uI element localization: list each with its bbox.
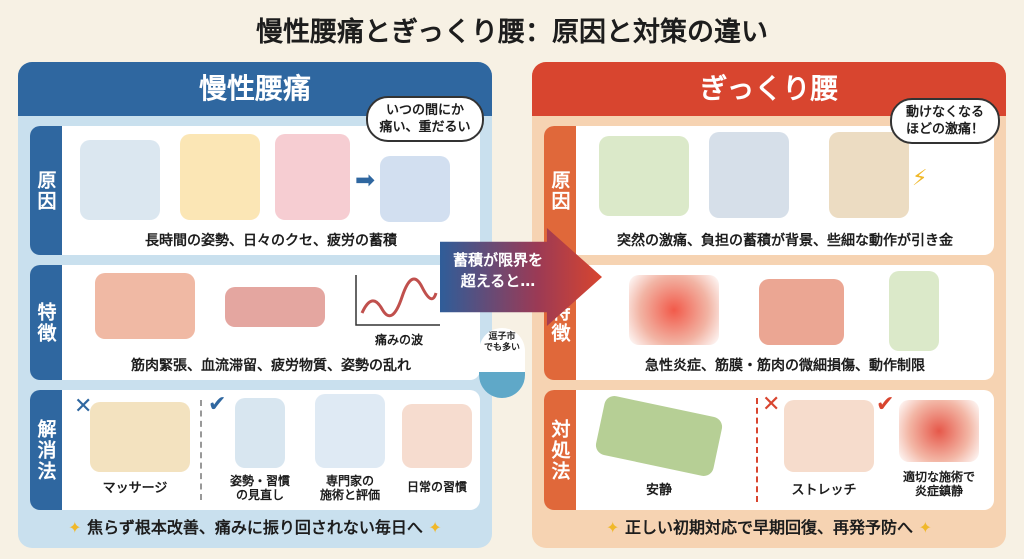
holding-baby-illustration bbox=[275, 134, 350, 220]
page-title: 慢性腰痛とぎっくり腰：原因と対策の違い bbox=[256, 17, 768, 48]
cross-icon: ✕ bbox=[74, 394, 93, 419]
chronic-solutions-row: 解消法 ✕ マッサージ ✔ 姿勢・習慣 の見直し 専門家の 施術と評価 日常の習… bbox=[30, 390, 480, 510]
features-tab: 特徴 bbox=[30, 265, 62, 380]
cause-caption: 突然の激痛、負担の蓄積が背景、些細な動作が引き金 bbox=[617, 233, 953, 249]
sparkle-icon: ✦ bbox=[606, 518, 625, 537]
divider bbox=[200, 400, 202, 500]
treatment-label: 適切な施術で 炎症鎮静 bbox=[902, 470, 975, 498]
posture-illustration bbox=[235, 398, 285, 468]
bent-person-illustration bbox=[889, 271, 939, 351]
chronic-footer-text: 焦らず根本改善、痛みに振り回されない毎日へ bbox=[87, 518, 423, 537]
cause-caption: 長時間の姿勢、日々のクセ、疲労の蓄積 bbox=[145, 233, 397, 249]
tense-muscle-illustration bbox=[95, 273, 195, 339]
inflamed-muscle-illustration bbox=[629, 275, 719, 345]
cause-tab: 原因 bbox=[30, 126, 62, 255]
massage-illustration bbox=[90, 402, 190, 472]
acute-cause-row: 原因 ⚡ 突然の激痛、負担の蓄積が背景、些細な動作が引き金 bbox=[544, 126, 994, 255]
chronic-cause-row: 原因 ➡ 長時間の姿勢、日々のクセ、疲労の蓄積 bbox=[30, 126, 480, 255]
zushi-badge: 逗子市 でも多い bbox=[479, 328, 525, 398]
acute-speech-bubble: 動けなくなる ほどの激痛！ bbox=[890, 98, 1000, 144]
therapist-illustration bbox=[315, 394, 385, 468]
solution-label: 姿勢・習慣 の見直し bbox=[229, 474, 290, 502]
lightning-icon: ⚡ bbox=[912, 166, 928, 191]
check-icon: ✔ bbox=[876, 392, 895, 417]
pain-wave-label: 痛みの波 bbox=[374, 333, 423, 347]
chronic-features-row: 特徴 痛みの波 筋肉緊張、血流滞留、疲労物質、姿勢の乱れ bbox=[30, 265, 480, 380]
arrow-right-icon: ➡ bbox=[355, 166, 376, 194]
features-caption: 急性炎症、筋膜・筋肉の微細損傷、動作制限 bbox=[645, 358, 925, 374]
pain-wave-graph bbox=[355, 275, 440, 326]
torn-muscle-illustration bbox=[759, 279, 844, 345]
solution-label: 日常の習慣 bbox=[406, 480, 467, 494]
transition-arrow-text: 蓄積が限界を 超えると… bbox=[452, 251, 543, 290]
sneezing-illustration bbox=[599, 136, 689, 216]
acute-footer-text: 正しい初期対応で早期回復、再発予防へ bbox=[624, 518, 913, 537]
calmed-muscle-illustration bbox=[899, 400, 979, 462]
stretching-illustration bbox=[784, 400, 874, 472]
resting-illustration bbox=[594, 394, 724, 478]
cleaning-illustration bbox=[180, 134, 260, 220]
putting-on-socks-illustration bbox=[709, 132, 789, 218]
chronic-thought-bubble: いつの間にか 痛い、重だるい bbox=[366, 96, 484, 142]
acute-panel: ぎっくり腰 原因 ⚡ 突然の激痛、負担の蓄積が背景、些細な動作が引き金 特徴 急… bbox=[532, 62, 1006, 548]
treatment-tab: 対処法 bbox=[544, 390, 576, 510]
acute-treatment-row: 対処法 安静 ✕ ストレッチ ✔ 適切な施術で 炎症鎮静 bbox=[544, 390, 994, 510]
treatment-label: ストレッチ bbox=[791, 483, 857, 498]
acute-footer: ✦ 正しい初期対応で早期回復、再発予防へ ✦ bbox=[532, 514, 1006, 538]
sparkle-icon: ✦ bbox=[913, 518, 932, 537]
acute-features-row: 特徴 急性炎症、筋膜・筋肉の微細損傷、動作制限 bbox=[544, 265, 994, 380]
sparkle-icon: ✦ bbox=[422, 518, 442, 537]
solutions-tab: 解消法 bbox=[30, 390, 62, 510]
sparkle-icon: ✦ bbox=[68, 518, 88, 537]
chronic-footer: ✦ 焦らず根本改善、痛みに振り回されない毎日へ ✦ bbox=[18, 514, 492, 538]
solution-label: 専門家の 施術と評価 bbox=[319, 474, 380, 502]
daily-habit-illustration bbox=[402, 404, 472, 468]
solution-label: マッサージ bbox=[102, 481, 168, 496]
seaside-town-illustration bbox=[479, 372, 525, 398]
lifting-box-illustration bbox=[829, 132, 909, 218]
back-pain-person-illustration bbox=[380, 156, 450, 222]
divider bbox=[756, 398, 758, 502]
chronic-panel: 慢性腰痛 原因 ➡ 長時間の姿勢、日々のクセ、疲労の蓄積 特徴 痛みの波 筋肉緊… bbox=[18, 62, 492, 548]
treatment-label: 安静 bbox=[645, 483, 672, 498]
zushi-badge-text: 逗子市 でも多い bbox=[483, 332, 520, 353]
blood-flow-illustration bbox=[225, 287, 325, 327]
cross-icon: ✕ bbox=[762, 392, 781, 417]
features-caption: 筋肉緊張、血流滞留、疲労物質、姿勢の乱れ bbox=[131, 358, 411, 374]
check-icon: ✔ bbox=[208, 392, 227, 417]
desk-worker-illustration bbox=[80, 140, 160, 220]
